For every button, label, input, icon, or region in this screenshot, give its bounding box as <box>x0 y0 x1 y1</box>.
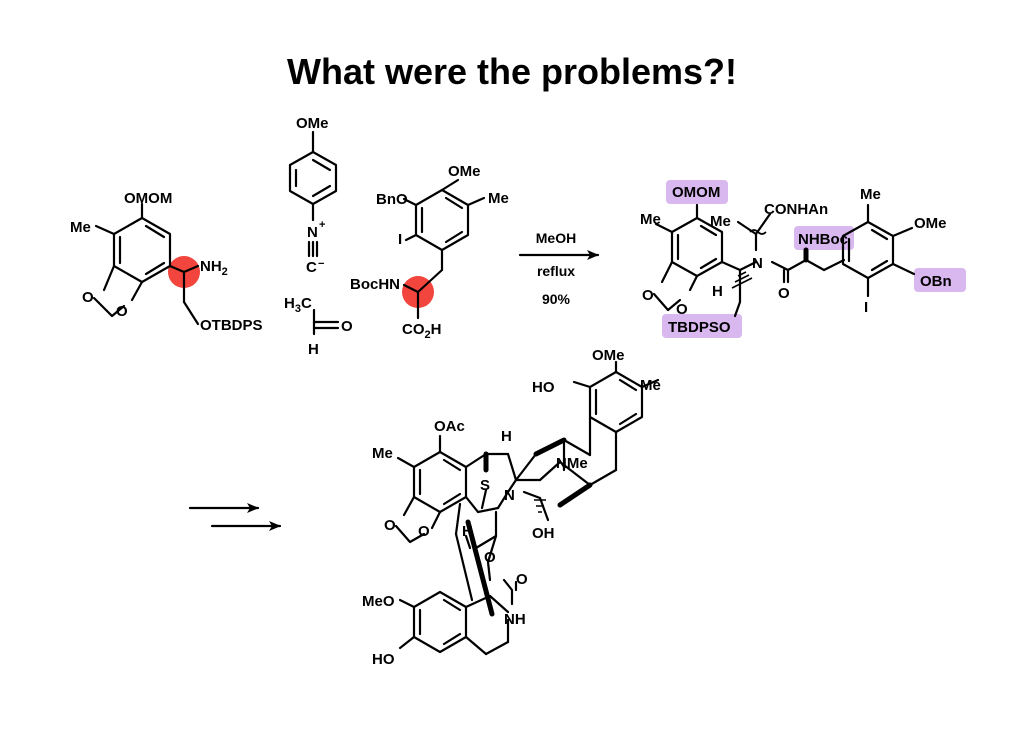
protecting-group-highlight <box>662 314 742 338</box>
target-methyl-label: Me <box>640 377 661 394</box>
svg-text:+: + <box>319 219 325 231</box>
target-ester-o-label: O <box>484 549 496 566</box>
solvent-label: MeOH <box>536 230 576 246</box>
yield-label: 90% <box>542 291 571 307</box>
product-methyl-label: Me <box>710 213 731 230</box>
product-ome-label: OMe <box>914 215 947 232</box>
target-oh-label: OH <box>532 525 555 542</box>
protecting-group-highlight <box>666 180 728 204</box>
product-oxygen-label: O <box>676 301 688 318</box>
aldehyde-oxygen-label: O <box>341 318 353 335</box>
target-ho-label: HO <box>372 651 395 668</box>
multistep-arrows <box>188 503 282 531</box>
product-carbonyl-o-label: O <box>778 285 790 302</box>
aa-obn-label: BnO <box>376 191 408 208</box>
target-meo-label: MeO <box>362 593 395 610</box>
amino-acid-reactant: OMe Me BnO I BocHN CO2H <box>350 163 509 341</box>
target-n-label: N <box>504 487 515 504</box>
target-ho-label: HO <box>532 379 555 396</box>
target-ome-label: OMe <box>592 347 625 364</box>
amine-otbdps-label: OTBDPS <box>200 317 263 334</box>
aa-methyl-label: Me <box>488 190 509 207</box>
product-omom-label: OMOM <box>672 184 720 201</box>
target-carbonyl-o-label: O <box>516 571 528 588</box>
isocyanide-c-label: C <box>306 259 317 276</box>
acetaldehyde-reactant: H3C O H <box>284 295 353 358</box>
target-h-label: H <box>462 523 473 540</box>
protecting-group-highlight <box>794 226 854 250</box>
protecting-group-highlight <box>914 268 966 292</box>
product-methyl-label: Me <box>860 186 881 203</box>
product-n-label: N <box>752 255 763 272</box>
aldehyde-ch3-label: H3C <box>284 295 312 315</box>
slide-title: What were the problems?! <box>287 51 737 92</box>
svg-text:−: − <box>318 258 324 270</box>
amine-methyl-label: Me <box>70 219 91 236</box>
aa-co2h-label: CO2H <box>402 321 441 341</box>
product-h-label: H <box>712 283 723 300</box>
product-iodo-label: I <box>864 299 868 316</box>
target-oac-label: OAc <box>434 418 465 435</box>
product-conhan-label: CONHAn <box>764 201 828 218</box>
amine-omom-label: OMOM <box>124 190 172 207</box>
target-nme-label: NMe <box>556 455 588 472</box>
target-molecule: OAc Me O O S H N H OH NMe HO OMe Me O O … <box>362 347 661 668</box>
amine-oxygen-label: O <box>116 303 128 320</box>
product-tbdpso-label: TBDPSO <box>668 319 731 336</box>
target-sulfur-label: S <box>480 477 490 494</box>
aa-bochn-label: BocHN <box>350 276 400 293</box>
isocyanide-n-label: N <box>307 224 318 241</box>
target-oxygen-label: O <box>384 517 396 534</box>
product-obn-label: OBn <box>920 273 952 290</box>
aldehyde-h-label: H <box>308 341 319 358</box>
aa-iodo-label: I <box>398 231 402 248</box>
product-nhboc-label: NHBoc <box>798 231 848 248</box>
target-h-label: H <box>501 428 512 445</box>
temperature-label: reflux <box>537 263 575 279</box>
amine-reactant: OMOM Me O O NH2 OTBDPS <box>70 190 263 334</box>
product-methyl-label: Me <box>640 211 661 228</box>
target-methyl-label: Me <box>372 445 393 462</box>
amine-nh2-label: NH2 <box>200 258 228 278</box>
isocyanide-reactant: OMe N + C − <box>288 115 338 276</box>
target-nh-label: NH <box>504 611 526 628</box>
target-oxygen-label: O <box>418 523 430 540</box>
ugi-product: N OMOM Me O O H TBDPSO Me CONHAn O NHBoc… <box>640 180 966 338</box>
aa-ome-label: OMe <box>448 163 481 180</box>
amine-oxygen-label: O <box>82 289 94 306</box>
isocyanide-ome-label: OMe <box>296 115 329 132</box>
reaction-arrow: MeOH reflux 90% <box>518 230 600 307</box>
product-oxygen-label: O <box>642 287 654 304</box>
